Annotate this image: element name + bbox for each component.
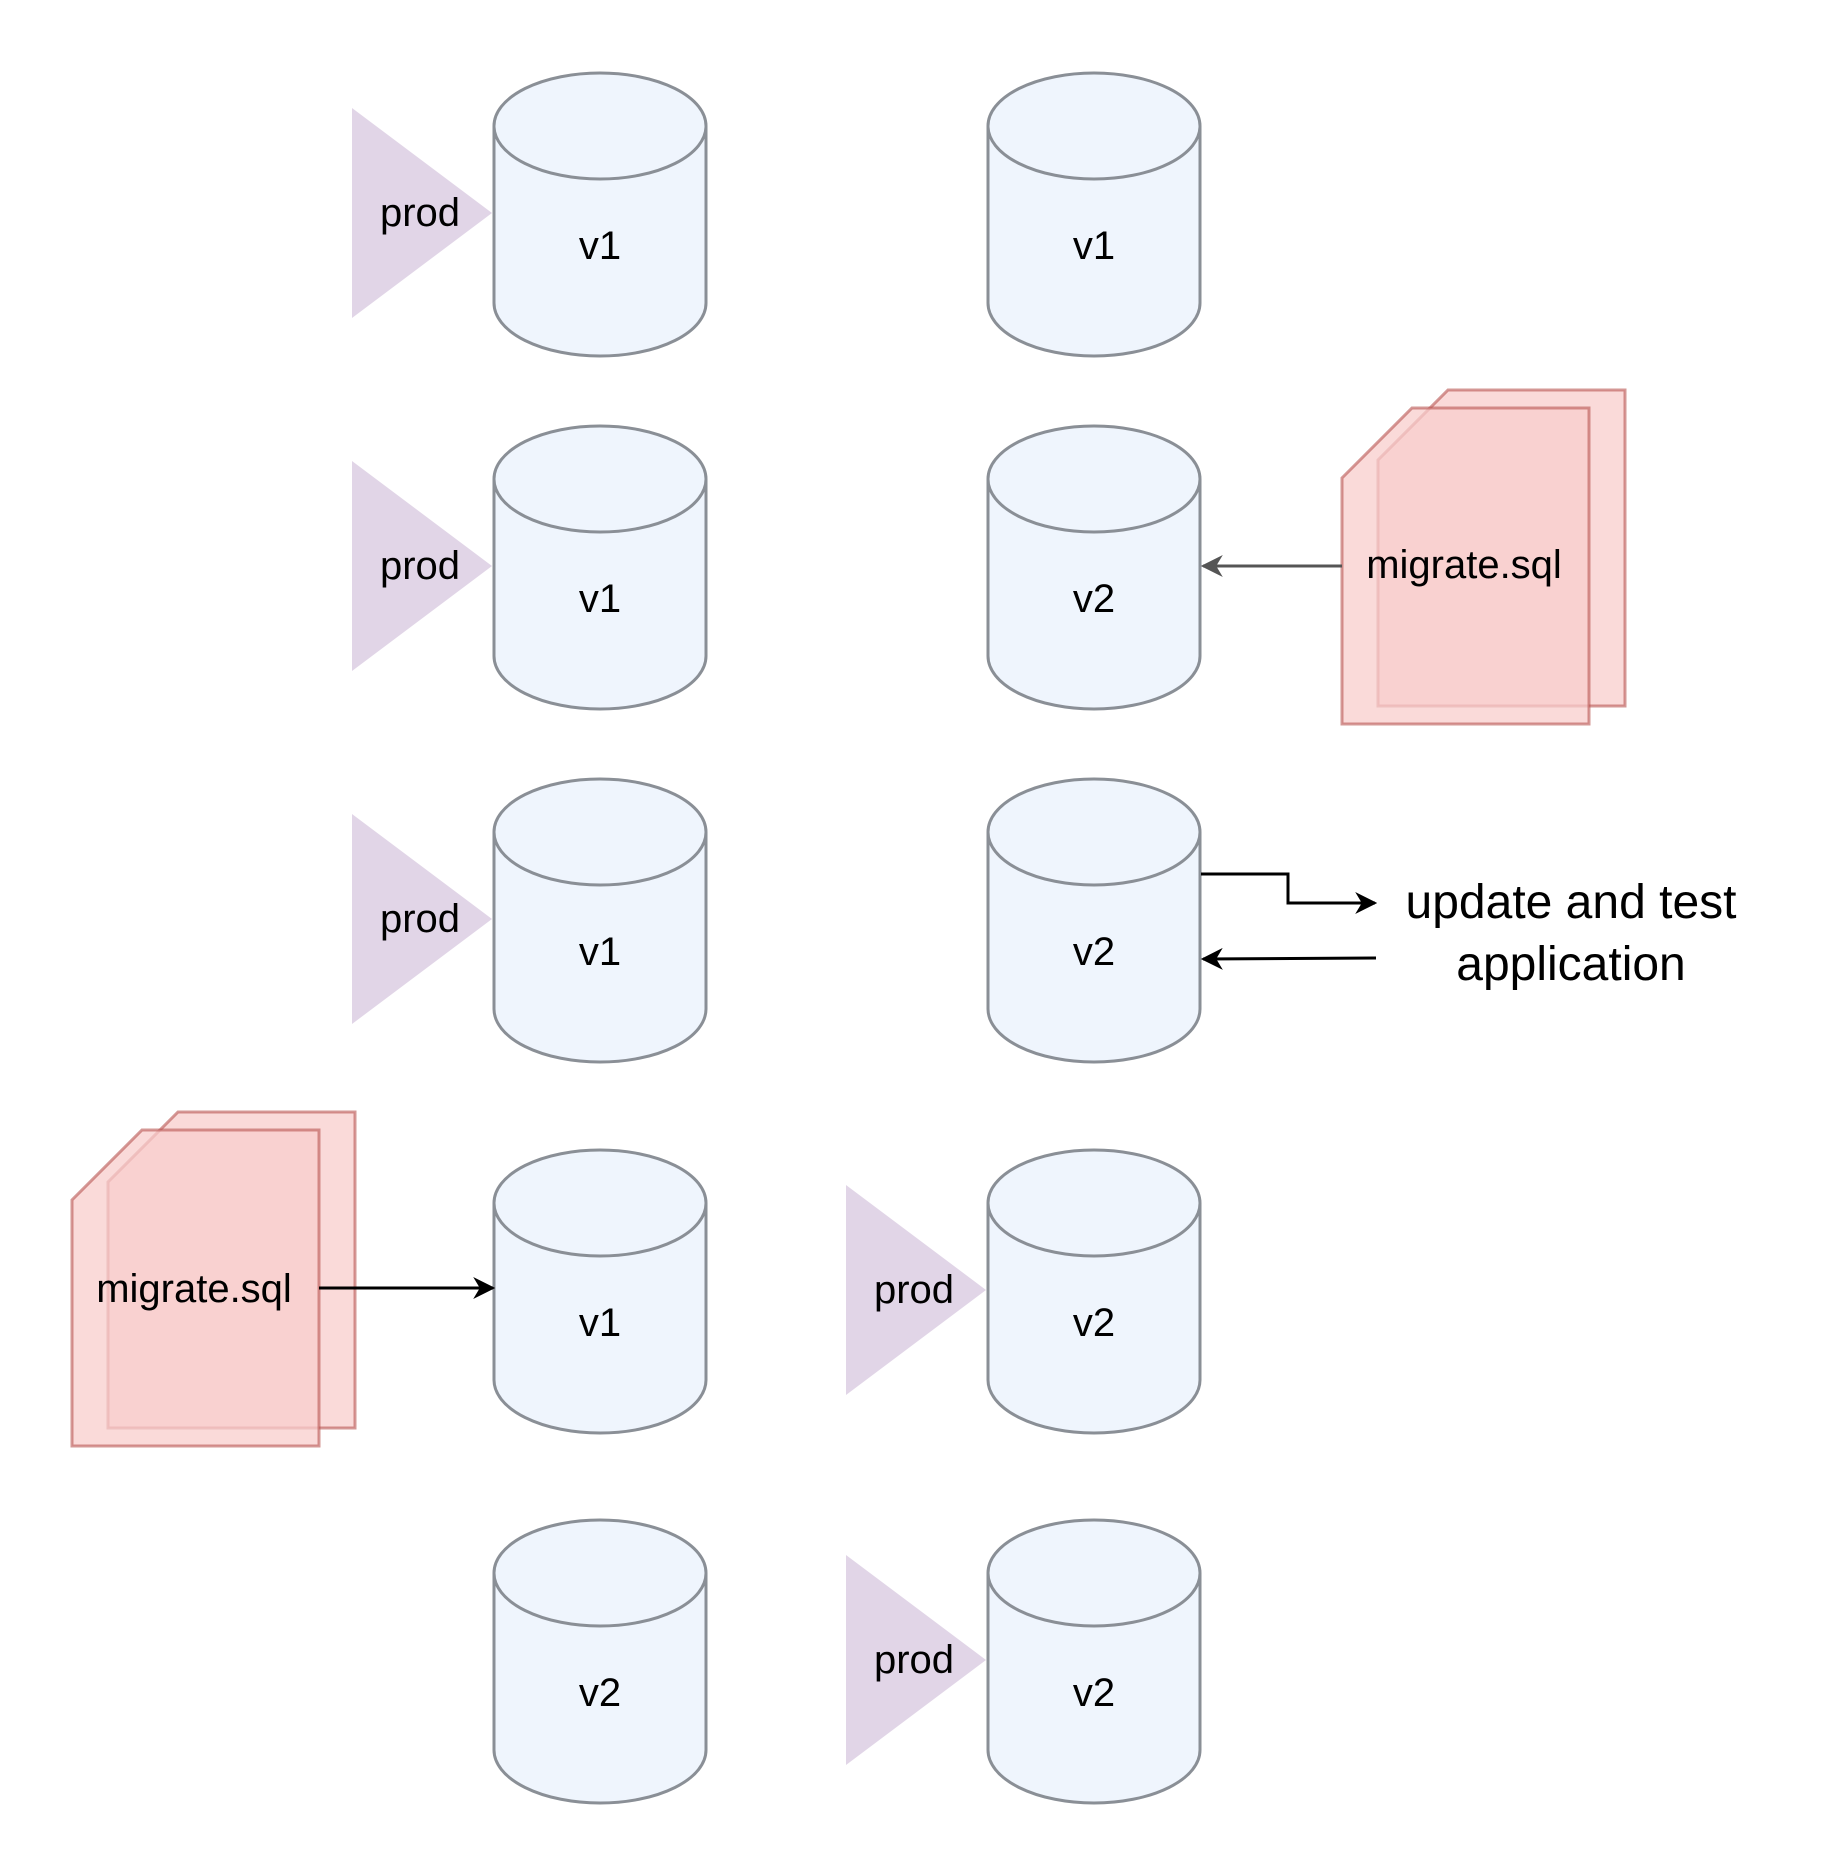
db-row3-right: v2 [986, 777, 1202, 1064]
database-cylinder-icon [986, 1518, 1202, 1805]
db-version-label: v1 [579, 1301, 621, 1345]
db-version-label: v1 [579, 577, 621, 621]
prod-pointer-triangle-icon [352, 461, 492, 671]
database-cylinder-icon [986, 71, 1202, 358]
prod-label: prod [874, 1268, 954, 1312]
database-cylinder-rim [492, 478, 708, 534]
annotations-layer: update and test application [1406, 876, 1737, 991]
database-cylinder-icon [986, 777, 1202, 1064]
prod-pointer-triangle-icon [352, 814, 492, 1024]
db-row2-left: v1 [492, 424, 708, 711]
migrate-label: migrate.sql [96, 1267, 292, 1311]
databases-layer: v1 v1 v1 v2 v1 v2 v1 v2 v2 v2 [492, 71, 1202, 1805]
db-row5-left: v2 [492, 1518, 708, 1805]
database-cylinder-rim [986, 478, 1202, 534]
app-label-line2: application [1456, 938, 1686, 991]
sql-document-icon [1340, 406, 1591, 726]
prod-pointer-triangle-icon [846, 1555, 986, 1765]
db-row4-left: v1 [492, 1148, 708, 1435]
database-cylinder-icon [492, 71, 708, 358]
from-application-arrow [1200, 947, 1377, 970]
database-cylinder-rim [492, 1202, 708, 1258]
db-version-label: v2 [1073, 1301, 1115, 1345]
db-version-label: v2 [1073, 1671, 1115, 1715]
database-cylinder-icon [492, 1518, 708, 1805]
database-cylinder-icon [492, 777, 708, 1064]
migrate-doc-row4: migrate.sql [70, 1110, 357, 1448]
app-label-line1: update and test [1406, 876, 1737, 929]
db-version-label: v1 [579, 930, 621, 974]
prod-pointer: prod [352, 814, 492, 1024]
prod-pointer: prod [846, 1555, 986, 1765]
db-row1-left: v1 [492, 71, 708, 358]
prod-pointer-triangle-icon [352, 108, 492, 318]
database-cylinder-rim [986, 831, 1202, 887]
db-version-label: v2 [1073, 577, 1115, 621]
db-row4-right: v2 [986, 1148, 1202, 1435]
database-cylinder-rim [986, 1572, 1202, 1628]
documents-layer: migrate.sql migrate.sql [70, 388, 1627, 1448]
database-cylinder-rim [492, 831, 708, 887]
prod-pointer: prod [352, 461, 492, 671]
to-application-arrow [1201, 872, 1378, 914]
database-cylinder-rim [492, 1572, 708, 1628]
db-version-label: v2 [1073, 930, 1115, 974]
database-cylinder-icon [986, 424, 1202, 711]
db-version-label: v2 [579, 1671, 621, 1715]
db-row3-left: v1 [492, 777, 708, 1064]
database-cylinder-rim [492, 125, 708, 181]
db-row1-right: v1 [986, 71, 1202, 358]
database-cylinder-icon [492, 1148, 708, 1435]
sql-document-icon [70, 1128, 321, 1448]
prod-label: prod [380, 544, 460, 588]
migrate-doc-row2: migrate.sql [1340, 388, 1627, 726]
database-cylinder-rim [986, 125, 1202, 181]
prod-label: prod [380, 191, 460, 235]
migrate-label: migrate.sql [1366, 543, 1562, 587]
prod-label: prod [874, 1638, 954, 1682]
db-row5-right: v2 [986, 1518, 1202, 1805]
prod-label: prod [380, 897, 460, 941]
db-version-label: v1 [1073, 224, 1115, 268]
database-cylinder-icon [986, 1148, 1202, 1435]
prod-pointer-triangle-icon [846, 1185, 986, 1395]
prod-pointer: prod [352, 108, 492, 318]
prod-pointer: prod [846, 1185, 986, 1395]
prod-pointers-layer: prod prod prod prod prod [352, 108, 986, 1765]
database-cylinder-rim [986, 1202, 1202, 1258]
database-cylinder-icon [492, 424, 708, 711]
db-version-label: v1 [579, 224, 621, 268]
db-row2-right: v2 [986, 424, 1202, 711]
arrows-layer [319, 555, 1378, 1299]
